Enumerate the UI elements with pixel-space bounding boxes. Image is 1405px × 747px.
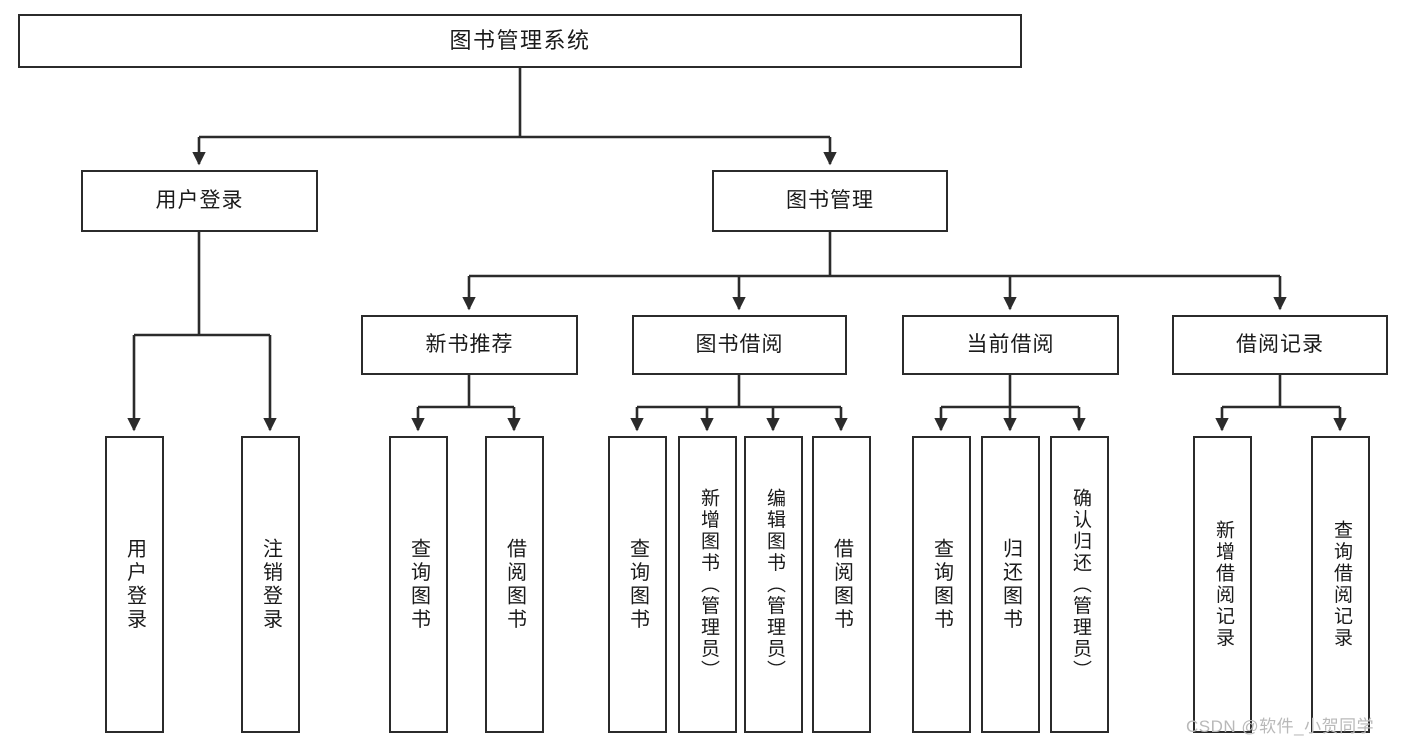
node-leaf-return-book[interactable]: 归还图书 [981, 436, 1040, 733]
node-user-login[interactable]: 用户登录 [81, 170, 318, 232]
node-borrow-record-label: 借阅记录 [1236, 332, 1324, 356]
node-leaf-add-record-label: 新增借阅记录 [1212, 520, 1234, 649]
node-new-book-rec-label: 新书推荐 [425, 332, 514, 356]
node-leaf-return-book-label: 归还图书 [999, 537, 1022, 632]
node-leaf-query-book-2[interactable]: 查询图书 [608, 436, 667, 733]
node-user-login-label: 用户登录 [155, 188, 244, 212]
node-current-borrow[interactable]: 当前借阅 [902, 315, 1119, 375]
node-leaf-confirm-return[interactable]: 确认归还（管理员） [1050, 436, 1109, 733]
node-leaf-borrow-book-2[interactable]: 借阅图书 [812, 436, 871, 733]
node-leaf-edit-book-label: 编辑图书（管理员） [763, 487, 785, 682]
node-leaf-logout-login-label: 注销登录 [259, 537, 282, 632]
node-leaf-borrow-book-1-label: 借阅图书 [503, 537, 526, 632]
node-leaf-query-book-2-label: 查询图书 [626, 537, 649, 632]
node-leaf-borrow-book-1[interactable]: 借阅图书 [485, 436, 544, 733]
node-leaf-add-record[interactable]: 新增借阅记录 [1193, 436, 1252, 733]
node-book-borrow[interactable]: 图书借阅 [632, 315, 847, 375]
node-root[interactable]: 图书管理系统 [18, 14, 1022, 68]
node-leaf-query-book-1-label: 查询图书 [407, 537, 430, 632]
node-leaf-user-login[interactable]: 用户登录 [105, 436, 164, 733]
node-leaf-logout-login[interactable]: 注销登录 [241, 436, 300, 733]
node-leaf-query-record-label: 查询借阅记录 [1330, 520, 1352, 649]
node-book-borrow-label: 图书借阅 [695, 332, 784, 356]
node-book-manage[interactable]: 图书管理 [712, 170, 948, 232]
node-current-borrow-label: 当前借阅 [966, 332, 1055, 356]
node-root-label: 图书管理系统 [449, 28, 591, 54]
node-leaf-add-book[interactable]: 新增图书（管理员） [678, 436, 737, 733]
node-leaf-borrow-book-2-label: 借阅图书 [830, 537, 853, 632]
node-leaf-query-book-3[interactable]: 查询图书 [912, 436, 971, 733]
node-book-manage-label: 图书管理 [786, 188, 874, 212]
node-leaf-query-record[interactable]: 查询借阅记录 [1311, 436, 1370, 733]
node-new-book-rec[interactable]: 新书推荐 [361, 315, 578, 375]
node-leaf-confirm-return-label: 确认归还（管理员） [1069, 487, 1091, 682]
node-leaf-add-book-label: 新增图书（管理员） [697, 487, 719, 682]
node-leaf-user-login-label: 用户登录 [123, 537, 146, 632]
node-borrow-record[interactable]: 借阅记录 [1172, 315, 1388, 375]
csdn-watermark: CSDN @软件_小贺同学 [1186, 717, 1375, 736]
node-leaf-edit-book[interactable]: 编辑图书（管理员） [744, 436, 803, 733]
node-leaf-query-book-1[interactable]: 查询图书 [389, 436, 448, 733]
node-leaf-query-book-3-label: 查询图书 [930, 537, 953, 632]
